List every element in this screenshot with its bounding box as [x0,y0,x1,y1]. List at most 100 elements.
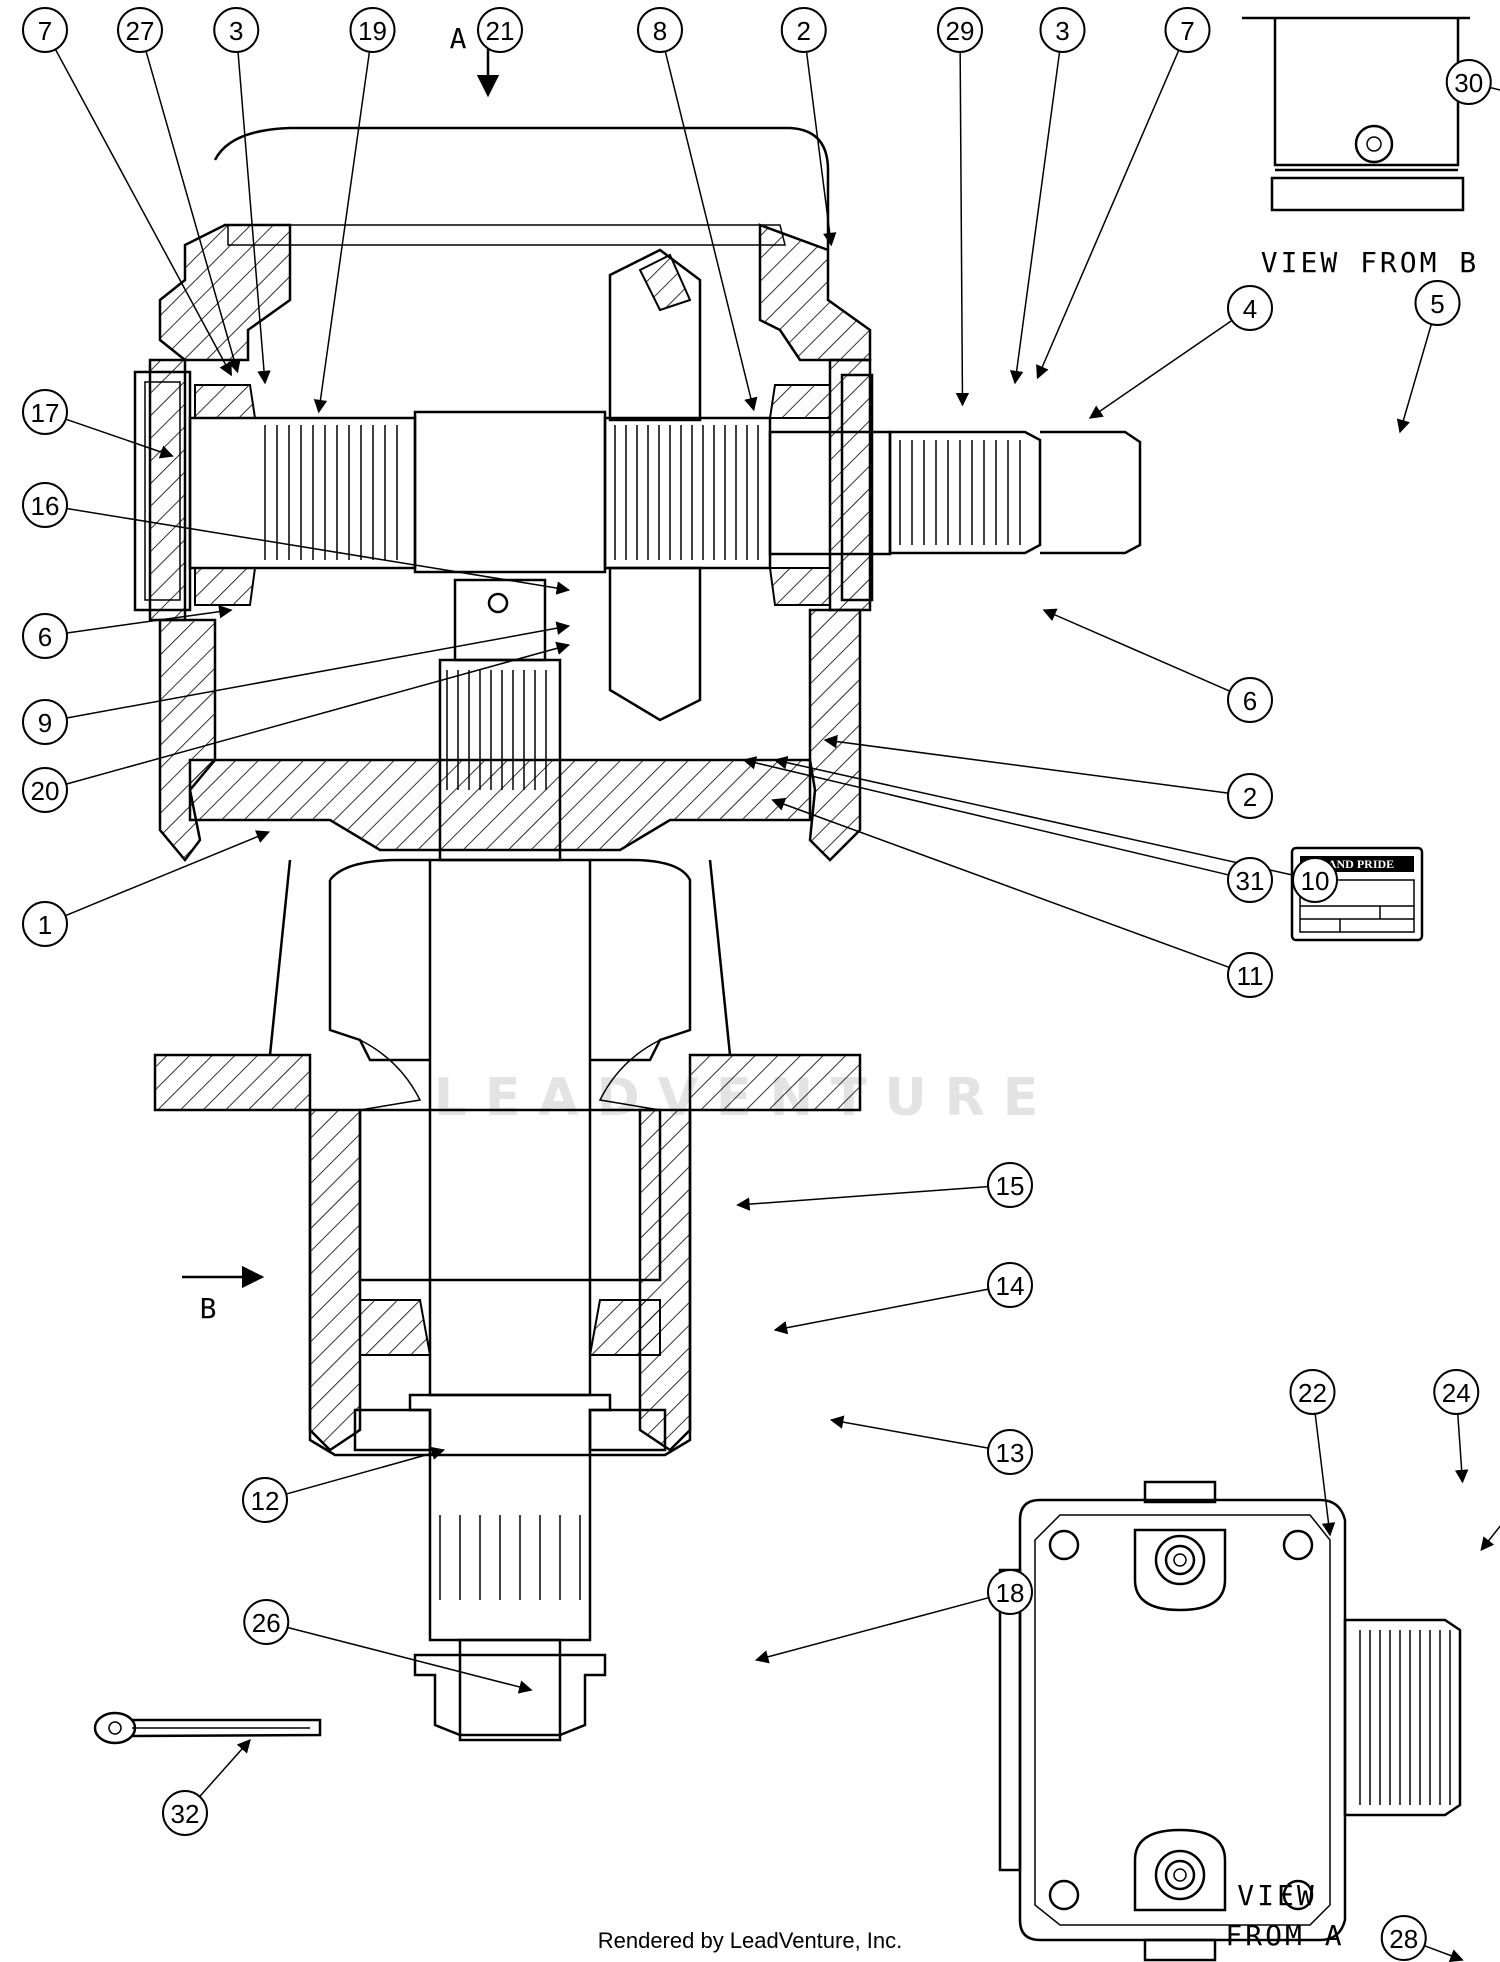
callout-leader [145,50,241,374]
callout-circle [349,7,396,53]
callout-10: 10 [773,756,1338,903]
callout-15: 15 [736,1162,1033,1211]
svg-text:FROM A: FROM A [1225,1919,1344,1952]
callout-leader [65,830,270,917]
callout-number: 6 [38,622,52,652]
callout-5: 5 [1396,280,1461,434]
callout-circle [987,1262,1033,1308]
callout-number: 4 [1243,294,1257,324]
callout-number: 15 [996,1171,1025,1201]
callout-leader [1489,86,1500,91]
callout-leader [754,1596,989,1664]
callout-number: 24 [1442,1378,1471,1408]
callout-number: 26 [252,1608,281,1638]
callout-number: 31 [1236,866,1265,896]
svg-text:B: B [200,1292,217,1325]
callout-number: 30 [1454,68,1483,98]
callout-12: 12 [242,1446,446,1523]
callout-circle [1292,857,1338,903]
callout-leader [1454,1413,1469,1484]
callout-circle [22,7,68,53]
callout-14: 14 [773,1262,1033,1335]
callout-circle [1039,7,1086,53]
callout-circle [242,1477,288,1523]
callout-leader [1314,1413,1336,1537]
callout-number: 28 [1389,1924,1418,1954]
callout-leader [66,621,571,719]
callout-24: 24 [1433,1369,1480,1484]
callout-23: 23 [1480,1525,1500,1552]
callout-2: 2 [823,734,1273,819]
callout-30: 30 [1445,59,1500,105]
callout-leader [955,51,970,407]
callout-leader [66,641,571,785]
callout-3: 3 [213,7,271,385]
svg-text:A: A [450,22,467,55]
callout-circle [1380,1915,1427,1961]
callout-13: 13 [829,1415,1033,1475]
callout-number: 13 [996,1438,1025,1468]
callout-number: 27 [126,16,155,46]
callout-circle [1227,285,1273,331]
view-from-b: VIEW FROM B [1242,16,1479,279]
callout-26: 26 [243,1599,533,1694]
callout-circle [1445,59,1492,105]
svg-text:VIEW: VIEW [1237,1879,1316,1912]
callout-number: 16 [31,491,60,521]
callout-circle [987,1569,1033,1615]
callout-31: 31 [742,756,1273,903]
svg-text:VIEW FROM B: VIEW FROM B [1261,246,1479,279]
callout-7: 7 [1036,7,1211,380]
callout-leader [742,756,1229,876]
callout-6: 6 [22,604,233,659]
callout-18: 18 [754,1569,1033,1664]
cotter-pin [93,1711,322,1745]
callout-circle [477,7,523,53]
callout-circle [22,699,68,745]
callout-number: 14 [996,1271,1025,1301]
callout-number: 19 [358,16,387,46]
callout-leader [65,418,174,459]
callout-circle [22,767,68,813]
callout-circle [1414,280,1461,326]
callout-6: 6 [1042,608,1273,723]
callout-circle [987,1429,1033,1475]
callout-number: 2 [797,16,811,46]
callout-number: 3 [1055,16,1069,46]
callout-leader [805,51,837,247]
callout-number: 17 [31,398,60,428]
callout-leader [773,756,1294,876]
callout-number: 20 [31,776,60,806]
callout-20: 20 [22,641,571,813]
svg-text:LAND PRIDE: LAND PRIDE [1320,857,1394,871]
callout-28: 28 [1380,1915,1464,1962]
callout-29: 29 [937,7,983,407]
callout-number: 21 [486,16,515,46]
callout-leader [829,1415,989,1449]
callout-19: 19 [313,7,396,414]
callout-9: 9 [22,621,571,745]
callout-number: 18 [996,1578,1025,1608]
callout-leader [1480,1525,1500,1552]
gearbox-section [133,126,1142,1742]
callout-number: 22 [1298,1378,1327,1408]
callout-leader [1424,1945,1464,1962]
callout-circle [162,1790,208,1836]
callout-leader [66,604,233,634]
callout-leader [1088,319,1233,419]
callout-circle [117,7,163,53]
callout-circle [1227,773,1273,819]
callout-number: 9 [38,708,52,738]
callout-11: 11 [771,797,1273,998]
callout-leader [773,1288,989,1335]
callout-circle [1227,677,1273,723]
callout-leader [823,734,1229,794]
footer-credit: Rendered by LeadVenture, Inc. [598,1928,903,1953]
callout-number: 1 [38,910,52,940]
callout-circle [1433,1369,1480,1415]
callout-circle [22,482,68,528]
callout-number: 32 [171,1799,200,1829]
callout-circle [22,901,68,947]
